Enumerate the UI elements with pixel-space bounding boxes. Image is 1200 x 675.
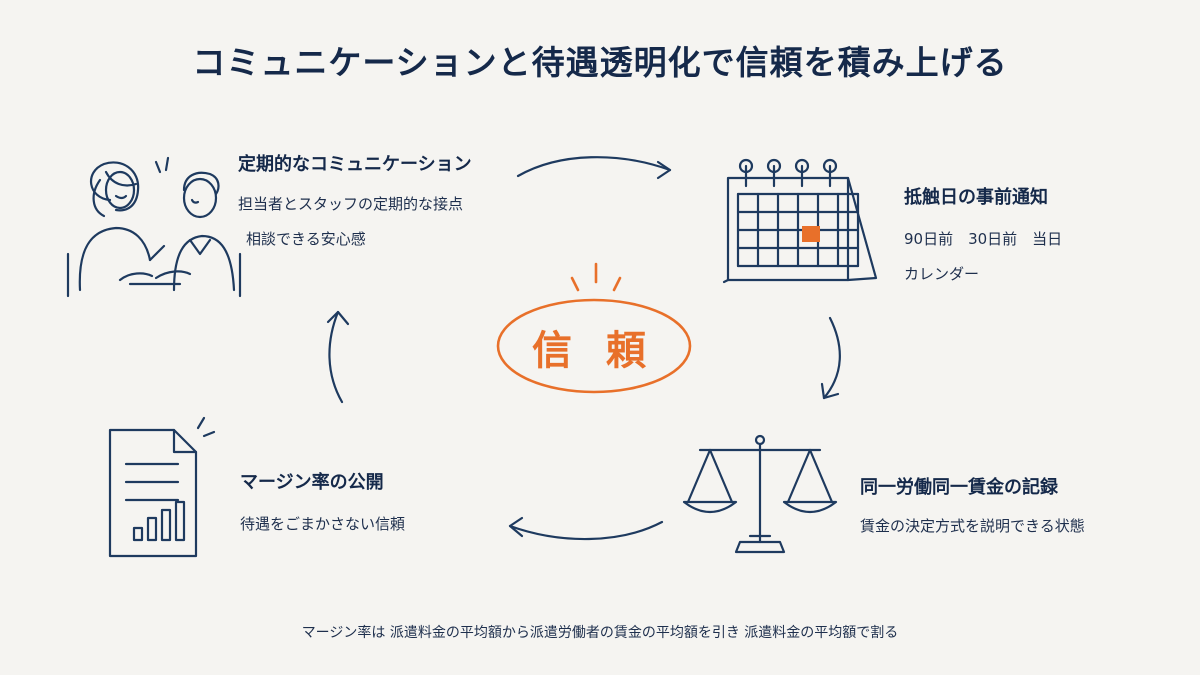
page-title: コミュニケーションと待遇透明化で信頼を積み上げる [192,43,1008,82]
calendar-icon [722,158,878,284]
notification-line1: 90日前 30日前 当日 [904,230,1063,248]
margin-heading: マージン率の公開 [240,472,384,493]
arrow-top-right [516,156,672,180]
center-trust-label: 信 頼 [532,328,656,374]
equal-pay-line1: 賃金の決定方式を説明できる状態 [860,517,1085,535]
communication-heading: 定期的なコミュニケーション [238,154,472,175]
arrow-right-down [820,316,841,400]
margin-line1: 待遇をごまかさない信頼 [240,515,406,533]
arrow-left-up [326,310,350,404]
notification-line2: カレンダー [904,265,980,283]
notification-heading: 抵触日の事前通知 [904,187,1048,208]
arrow-bottom-left [508,516,664,541]
footnote: マージン率は 派遣料金の平均額から派遣労働者の賃金の平均額を引き 派遣料金の平均… [301,625,899,641]
equal-pay-heading: 同一労働同一賃金の記録 [860,477,1058,498]
balance-scale-icon [682,434,838,554]
communication-line1: 担当者とスタッフの定期的な接点 [238,195,464,213]
people-talking-icon [66,156,242,298]
center-oval [496,262,692,394]
communication-line2: 相談できる安心感 [246,230,366,248]
document-chart-icon [108,416,216,558]
